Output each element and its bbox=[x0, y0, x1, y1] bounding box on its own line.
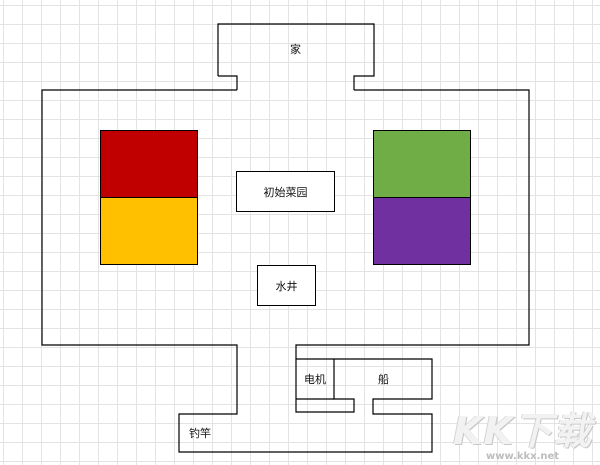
field-outline bbox=[41, 89, 530, 453]
dock-outline bbox=[295, 359, 355, 413]
home-label: 家 bbox=[290, 43, 301, 56]
fishing-rod-label: 钓竿 bbox=[189, 427, 211, 440]
yellow-plot bbox=[100, 197, 198, 265]
motor-label: 电机 bbox=[304, 373, 326, 386]
watermark-logo: KK下载 bbox=[453, 409, 592, 453]
well-box: 水井 bbox=[257, 265, 316, 306]
red-plot bbox=[100, 130, 198, 198]
site-watermark: KK下载 www.kkx.net bbox=[453, 411, 592, 463]
green-plot bbox=[373, 130, 471, 198]
boat-label: 船 bbox=[378, 373, 389, 386]
house-outline bbox=[217, 23, 375, 90]
purple-plot bbox=[373, 197, 471, 265]
initial-garden-box: 初始菜园 bbox=[236, 171, 335, 212]
watermark-url: www.kkx.net bbox=[485, 451, 560, 462]
